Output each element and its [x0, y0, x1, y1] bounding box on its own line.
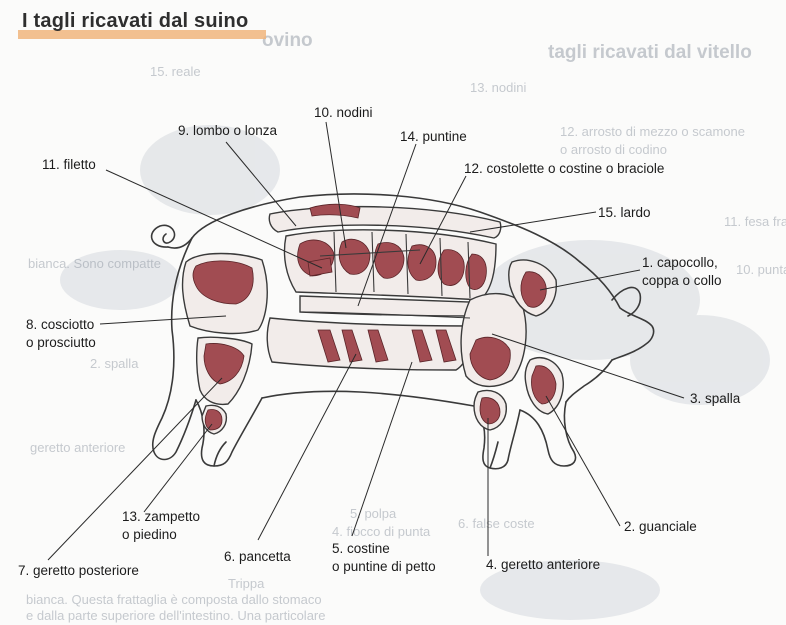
label-cosciotto: 8. cosciotto o prosciutto: [26, 316, 96, 352]
label-costine-line1: 5. costine: [332, 540, 436, 558]
label-spalla: 3. spalla: [690, 390, 740, 408]
label-costolette: 12. costolette o costine o braciole: [464, 160, 664, 178]
leader-costine: [352, 362, 412, 536]
label-lardo: 15. lardo: [598, 204, 651, 222]
label-cosciotto-line2: o prosciutto: [26, 334, 96, 352]
label-zampetto-line2: o piedino: [122, 526, 200, 544]
label-nodini: 10. nodini: [314, 104, 373, 122]
label-lombo: 9. lombo o lonza: [178, 122, 277, 140]
label-geretto-posteriore: 7. geretto posteriore: [18, 562, 139, 580]
label-geretto-anteriore: 4. geretto anteriore: [486, 556, 600, 574]
label-capocollo: 1. capocollo, coppa o collo: [642, 254, 722, 290]
label-pancetta: 6. pancetta: [224, 548, 291, 566]
page-title: I tagli ricavati dal suino: [22, 10, 248, 33]
cut-puntine: [300, 296, 470, 316]
label-guanciale: 2. guanciale: [624, 518, 697, 536]
label-filetto: 11. filetto: [42, 156, 96, 174]
label-costine: 5. costine o puntine di petto: [332, 540, 436, 576]
label-capocollo-line2: coppa o collo: [642, 272, 722, 290]
cut-sections: [183, 207, 564, 434]
label-capocollo-line1: 1. capocollo,: [642, 254, 722, 272]
label-zampetto: 13. zampetto o piedino: [122, 508, 200, 544]
label-cosciotto-line1: 8. cosciotto: [26, 316, 96, 334]
label-puntine: 14. puntine: [400, 128, 467, 146]
label-costine-line2: o puntine di petto: [332, 558, 436, 576]
leader-guanciale: [546, 396, 620, 526]
leader-pancetta: [258, 354, 356, 540]
label-zampetto-line1: 13. zampetto: [122, 508, 200, 526]
leader-nodini: [326, 122, 346, 248]
